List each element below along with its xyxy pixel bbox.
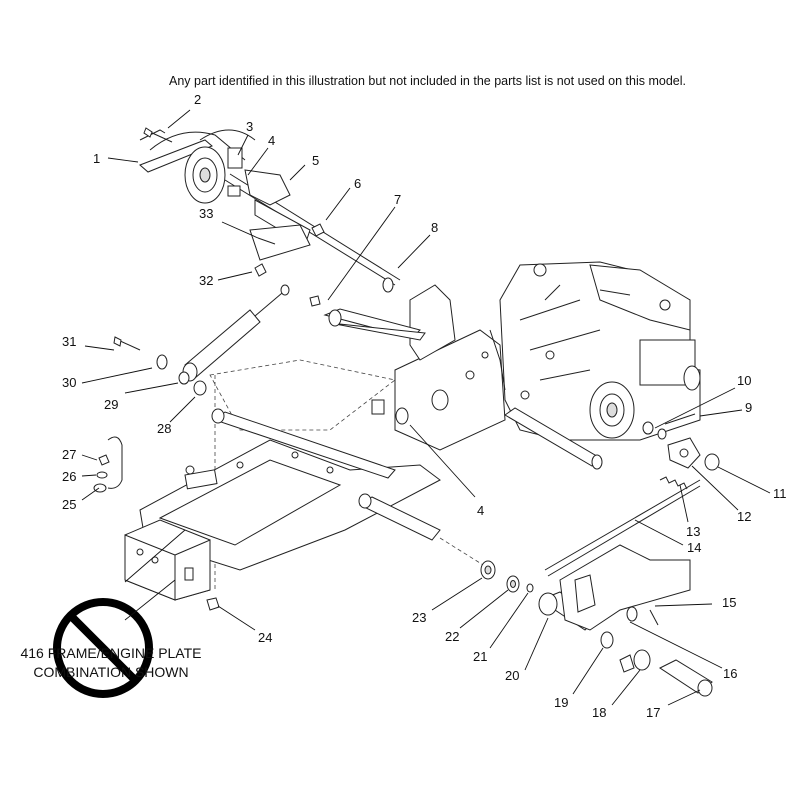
callout-18: 18 (592, 705, 606, 720)
callout-14: 14 (687, 540, 701, 555)
callout-10: 10 (737, 373, 751, 388)
callout-8: 8 (431, 220, 438, 235)
front-bracket (124, 519, 211, 601)
shafts (182, 173, 701, 577)
callout-25: 25 (62, 497, 76, 512)
callout-21: 21 (473, 649, 487, 664)
callout-23: 23 (412, 610, 426, 625)
base-plate (139, 439, 441, 571)
combination-caption-line1: 416 FRAME/ENGINE PLATE (20, 645, 202, 661)
callout-30: 30 (62, 375, 76, 390)
callout-28: 28 (157, 421, 171, 436)
callout-20: 20 (505, 668, 519, 683)
callout-2: 2 (194, 92, 201, 107)
callout-4-lower: 4 (477, 503, 484, 518)
no-symbol-icon (53, 598, 153, 698)
callout-17: 17 (646, 705, 660, 720)
hardware (93, 223, 720, 697)
callout-12: 12 (737, 509, 751, 524)
frame-engine-plate (499, 261, 701, 441)
callout-1: 1 (93, 151, 100, 166)
callout-31: 31 (62, 334, 76, 349)
callout-26: 26 (62, 469, 76, 484)
pulley-assembly (139, 127, 311, 261)
callout-11: 11 (773, 486, 787, 501)
callout-29: 29 (104, 397, 118, 412)
callout-6: 6 (354, 176, 361, 191)
callout-labels: 1 2 3 4 5 6 7 8 9 10 11 12 13 14 15 16 1… (62, 92, 787, 720)
callout-9: 9 (745, 400, 752, 415)
callout-4: 4 (268, 133, 275, 148)
disclaimer-note: Any part identified in this illustration… (169, 74, 686, 88)
callout-15: 15 (722, 595, 736, 610)
center-plate (394, 284, 506, 451)
callout-7: 7 (394, 192, 401, 207)
callout-33: 33 (199, 206, 213, 221)
combination-caption: 416 FRAME/ENGINE PLATE COMBINATION SHOWN (0, 644, 222, 682)
callout-5: 5 (312, 153, 319, 168)
callout-19: 19 (554, 695, 568, 710)
callout-22: 22 (445, 629, 459, 644)
callout-27: 27 (62, 447, 76, 462)
callout-13: 13 (686, 524, 700, 539)
callout-32: 32 (199, 273, 213, 288)
combination-caption-line2: COMBINATION SHOWN (33, 664, 189, 680)
leader-lines (81, 109, 771, 706)
callout-3: 3 (246, 119, 253, 134)
callout-24: 24 (258, 630, 272, 645)
callout-16: 16 (723, 666, 737, 681)
